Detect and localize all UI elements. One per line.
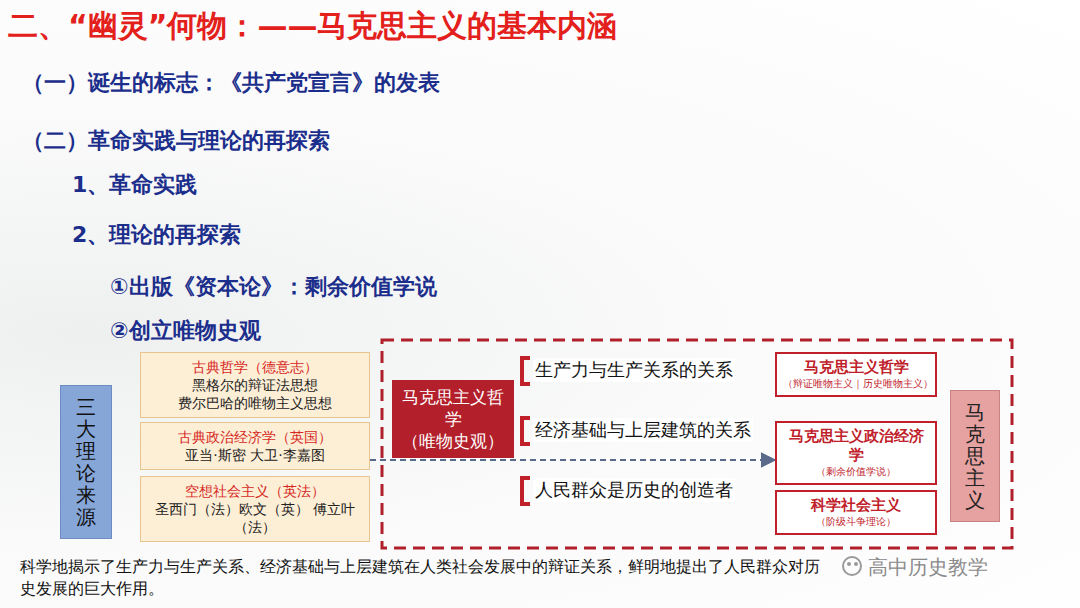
- box-body: 黑格尔的辩证法思想 费尔巴哈的唯物主义思想: [149, 376, 361, 412]
- icon-dot: [847, 562, 851, 566]
- bracket: [522, 358, 530, 384]
- watermark: 高中历史教学: [868, 554, 988, 581]
- point: ①出版《资本论》：剩余价值学说: [110, 272, 437, 302]
- box-body: （剩余价值学说）: [783, 465, 929, 479]
- box-heading: 三大理论来源: [76, 396, 96, 528]
- box-body: （辩证唯物主义｜历史唯物主义）: [783, 377, 929, 391]
- source-box: 空想社会主义（英法）圣西门（法）欧文（英） 傅立叶（法）: [140, 476, 370, 542]
- box-heading: 马克思主义哲学: [398, 386, 508, 430]
- box-body: 圣西门（法）欧文（英） 傅立叶（法）: [149, 500, 361, 536]
- source-box: 古典政治经济学（英国）亚当·斯密 大卫·李嘉图: [140, 422, 370, 470]
- watermark-icon: [843, 557, 861, 575]
- marxism-column: 马克思主义: [950, 390, 1000, 522]
- dashed-arrow: [370, 459, 775, 461]
- component-box: 马克思主义哲学（辩证唯物主义｜历史唯物主义）: [775, 352, 937, 397]
- box-heading: 古典哲学（德意志）: [149, 358, 361, 376]
- box-body: （阶级斗争理论）: [783, 515, 929, 529]
- component-box: 马克思主义政治经济学（剩余价值学说）: [775, 421, 937, 485]
- box-heading: 马克思主义: [965, 401, 985, 511]
- section-heading: （二）革命实践与理论的再探索: [22, 126, 330, 156]
- box-body: 亚当·斯密 大卫·李嘉图: [149, 446, 361, 464]
- dashed-frame: [382, 340, 1012, 548]
- bracket: [522, 478, 530, 504]
- sub-heading: 2、理论的再探索: [72, 220, 241, 250]
- statement: 人民群众是历史的创造者: [533, 478, 735, 502]
- summary-text: 科学地揭示了生产力与生产关系、经济基础与上层建筑在人类社会发展中的辩证关系，鲜明…: [20, 556, 820, 600]
- source-box: 古典哲学（德意志）黑格尔的辩证法思想 费尔巴哈的唯物主义思想: [140, 352, 370, 418]
- red-brackets: [522, 358, 530, 504]
- icon-ring: [843, 557, 861, 575]
- section-heading: （一）诞生的标志：《共产党宣言》的发表: [22, 68, 440, 98]
- box-heading: 马克思主义政治经济学: [783, 427, 929, 465]
- sub-heading: 1、革命实践: [72, 170, 197, 200]
- source-column: 三大理论来源: [60, 385, 112, 539]
- statement: 生产力与生产关系的关系: [533, 358, 735, 382]
- box-heading: 古典政治经济学（英国）: [149, 428, 361, 446]
- box-heading: 科学社会主义: [783, 496, 929, 515]
- box-heading: 马克思主义哲学: [783, 358, 929, 377]
- point: ②创立唯物史观: [110, 316, 261, 346]
- philosophy-box: 马克思主义哲学（唯物史观）: [392, 380, 514, 458]
- statement: 经济基础与上层建筑的关系: [533, 418, 753, 442]
- bracket: [522, 418, 530, 444]
- box-heading: 空想社会主义（英法）: [149, 482, 361, 500]
- box-body: （唯物史观）: [398, 430, 508, 452]
- slide-title: 二、“幽灵”何物：——马克思主义的基本内涵: [8, 6, 617, 47]
- icon-dot: [854, 562, 858, 566]
- component-box: 科学社会主义（阶级斗争理论）: [775, 490, 937, 535]
